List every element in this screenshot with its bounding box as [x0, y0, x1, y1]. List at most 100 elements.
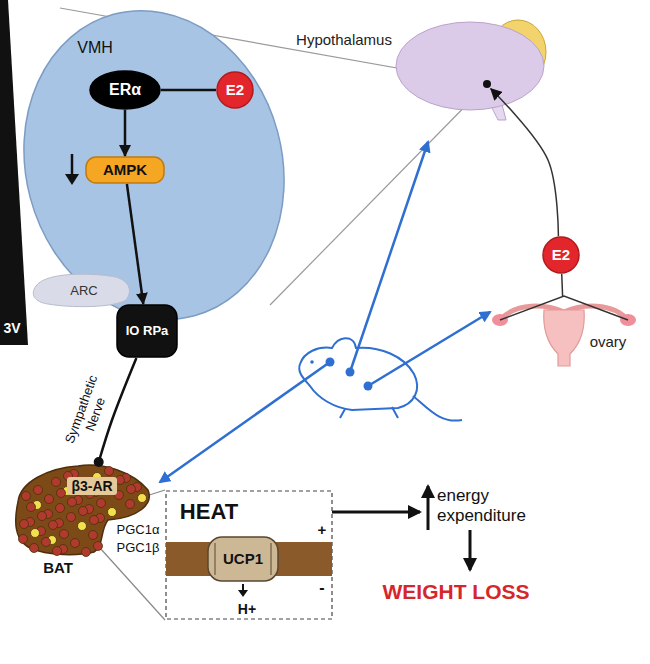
fat-cell	[71, 539, 80, 548]
fat-cell	[116, 476, 125, 485]
hypothalamus-dot	[483, 80, 491, 88]
text-holder: PGC1β	[117, 541, 160, 556]
node-label: BAT	[43, 559, 73, 576]
node-label: ERα	[109, 81, 141, 99]
annotation-label: +	[318, 521, 327, 538]
proton-arrow	[242, 584, 244, 591]
mouse-arrow	[368, 312, 490, 386]
text-holder: energy expenditure	[437, 486, 537, 525]
cerebrum-shape	[396, 22, 544, 110]
fat-cell	[45, 495, 54, 504]
node-outline	[117, 305, 177, 357]
fat-cell	[27, 503, 36, 512]
node-label: VMH	[77, 39, 113, 57]
fat-cell	[60, 530, 69, 539]
fat-cell	[126, 500, 135, 509]
estradiol-circle: E2	[216, 71, 254, 109]
node-label: IO RPa	[124, 324, 170, 339]
fat-cell	[105, 467, 114, 476]
fat-cell	[19, 535, 28, 544]
fat-cell	[68, 498, 77, 507]
text-holder: E2	[226, 81, 244, 98]
text-holder: Hypothalamus	[296, 31, 392, 48]
zoom-leader-line	[270, 84, 487, 305]
fat-cell	[94, 542, 103, 551]
uterus-body	[544, 310, 585, 366]
text-holder: -	[319, 579, 324, 597]
node-label: AMPK	[103, 161, 147, 178]
node-label: ovary	[590, 333, 627, 350]
kinase-box: AMPK	[85, 156, 165, 184]
mitochondrion-inset: HEAT UCP1	[165, 490, 333, 620]
fat-cell	[108, 508, 117, 517]
mouse-arrow	[350, 142, 428, 372]
arcuate-region: ARC	[30, 272, 134, 308]
mouse-arrow	[160, 362, 330, 482]
ovary-illustration: ovary	[486, 296, 642, 368]
increase-arrow	[427, 486, 430, 530]
brainstem-nucleus-box: IO RPa	[116, 304, 178, 358]
text-holder: β3-AR	[67, 477, 116, 495]
protein-shape	[208, 537, 278, 581]
fat-cell	[78, 522, 87, 531]
text-holder: HEAT	[180, 499, 238, 524]
connector	[161, 89, 216, 92]
mouse-tail	[413, 396, 462, 421]
text-holder: H+	[238, 601, 256, 617]
fat-cell	[49, 521, 58, 530]
decrease-arrow	[71, 154, 74, 176]
protein-segments	[215, 543, 271, 575]
text-holder: UCP1	[223, 550, 263, 567]
connector	[561, 274, 563, 296]
text-holder: ERα	[109, 81, 141, 99]
fat-cell	[56, 504, 65, 513]
zoom-leader-line	[100, 548, 165, 620]
brain-illustration: Hypothalamus	[292, 8, 552, 120]
node-label: HEAT	[180, 499, 238, 524]
text-holder: Sympathetic Nerve	[59, 363, 120, 460]
brown-fat-tissue: β3-AR BAT	[8, 462, 153, 577]
annotation-label: PGC1α	[117, 523, 160, 538]
fat-cell	[20, 520, 29, 529]
fat-cell	[89, 531, 98, 540]
node-shape	[0, 0, 30, 345]
ventricle-wedge: 3V	[0, 0, 30, 345]
fat-cell	[42, 538, 51, 547]
fat-cell	[138, 494, 147, 503]
text-holder: IO RPa	[124, 324, 170, 339]
mouse-eye	[310, 360, 314, 364]
node-outline	[90, 71, 160, 109]
node-label: β3-AR	[67, 477, 116, 495]
secretion-line	[500, 296, 628, 320]
text-holder: E2	[552, 246, 570, 263]
node-label: Hypothalamus	[296, 31, 392, 48]
annotation-label: -	[319, 579, 324, 597]
uncoupling-protein: UCP1	[207, 536, 279, 582]
fat-cell	[97, 499, 106, 508]
inset-frame	[166, 491, 332, 619]
fat-cell	[52, 478, 61, 487]
annotation-label: WEIGHT LOSS	[383, 580, 530, 604]
annotation-label: PGC1β	[117, 541, 160, 556]
fat-cell	[22, 492, 31, 501]
fat-cell	[57, 489, 66, 498]
fat-cell	[127, 485, 136, 494]
node-outline	[86, 157, 164, 183]
node-outline	[543, 237, 579, 273]
nerve-terminal	[94, 457, 104, 467]
text-holder: VMH	[77, 39, 113, 57]
receptor-ellipse: ERα	[89, 70, 161, 110]
edge-label: Sympathetic Nerve	[59, 363, 120, 460]
text-holder: BAT	[43, 559, 73, 576]
arcuate-shape	[33, 274, 129, 306]
text-holder: WEIGHT LOSS	[383, 580, 530, 604]
fat-cell	[90, 516, 99, 525]
estradiol-circle: E2	[542, 236, 580, 274]
fat-cell	[82, 548, 91, 557]
node-label: E2	[552, 246, 570, 263]
fat-cell	[79, 507, 88, 516]
node-label: UCP1	[223, 550, 263, 567]
